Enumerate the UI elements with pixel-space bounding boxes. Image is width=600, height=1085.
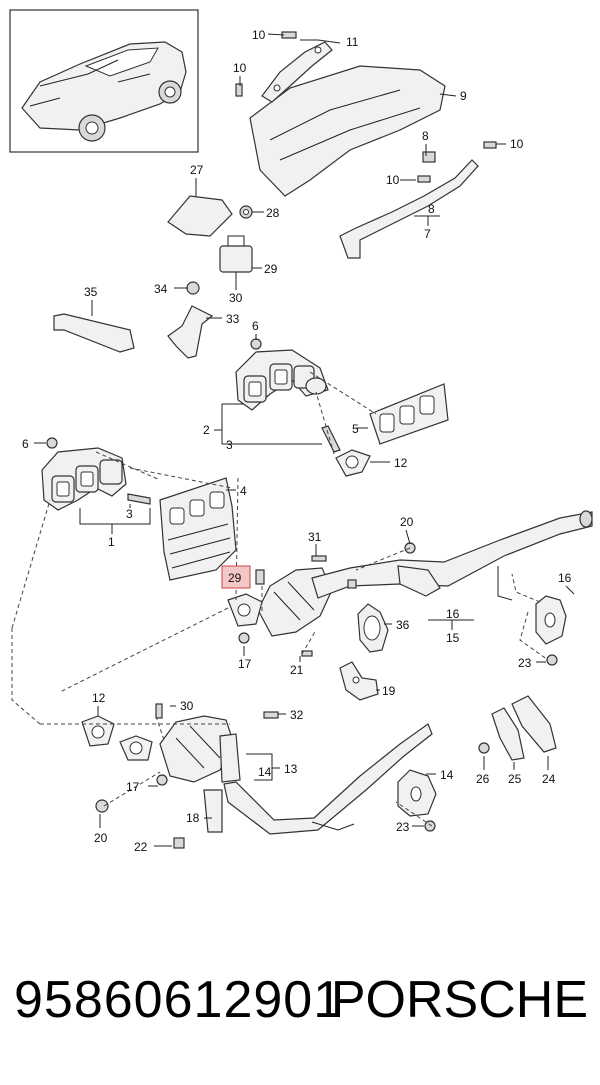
callout-labels: 10 11 10 9 8 10 10 8 7 27 28 29 30 35 34… (22, 28, 572, 854)
callout-27: 27 (190, 163, 204, 177)
callout-7: 7 (424, 227, 431, 241)
callout-15: 15 (446, 631, 460, 645)
callout-3: 3 (126, 507, 133, 521)
callout-13: 13 (284, 762, 298, 776)
callout-18: 18 (186, 811, 200, 825)
callout-20: 20 (400, 515, 414, 529)
callout-19: 19 (382, 684, 396, 698)
callout-33: 33 (226, 312, 240, 326)
callout-10: 10 (233, 61, 247, 75)
sealant-tube (53, 313, 135, 353)
callout-10: 10 (252, 28, 266, 42)
callout-22: 22 (134, 840, 148, 854)
bracket-19 (339, 661, 379, 701)
gasket-12-upper (335, 449, 371, 477)
exhaust-manifold-lower (41, 437, 151, 511)
callout-6: 6 (22, 437, 29, 451)
leader-lines (34, 33, 575, 847)
callout-16: 16 (446, 607, 460, 621)
callout-10: 10 (510, 137, 524, 151)
vehicle-thumbnail (9, 9, 199, 153)
gasket-5 (369, 383, 449, 445)
callout-10: 10 (386, 173, 400, 187)
bracket-33 (167, 281, 214, 359)
callout-32: 32 (290, 708, 304, 722)
callout-36: 36 (396, 618, 410, 632)
hangers-24-25-26 (478, 695, 557, 761)
clip-assembly (167, 195, 253, 273)
callout-29-highlight: 29 (228, 571, 242, 585)
callout-34: 34 (154, 282, 168, 296)
catalytic-converter-lower (156, 715, 241, 833)
callout-12: 12 (92, 691, 106, 705)
heat-shield (249, 65, 446, 197)
callout-11: 11 (346, 35, 359, 49)
callout-16: 16 (558, 571, 572, 585)
bracket-11 (261, 41, 333, 103)
callout-35: 35 (84, 285, 98, 299)
mount-14 (397, 769, 437, 832)
callout-14: 14 (258, 765, 272, 779)
exhaust-manifold-upper (235, 338, 341, 453)
callout-28: 28 (266, 206, 280, 220)
highlight-box (221, 565, 251, 589)
exhaust-pipe-lower (223, 723, 433, 835)
callout-17: 17 (238, 657, 252, 671)
callout-31: 31 (308, 530, 322, 544)
callout-2: 2 (203, 423, 210, 437)
callout-17: 17 (126, 780, 140, 794)
callout-25: 25 (508, 772, 522, 786)
exhaust-pipe-upper (311, 510, 593, 601)
callout-5: 5 (352, 422, 359, 436)
callout-8: 8 (422, 129, 429, 143)
callout-14: 14 (440, 768, 454, 782)
callout-9: 9 (460, 89, 467, 103)
bracket-7 (339, 151, 479, 259)
callout-30: 30 (180, 699, 194, 713)
callout-20: 20 (94, 831, 108, 845)
callout-23: 23 (396, 820, 410, 834)
gasket-4 (159, 477, 237, 581)
callout-23: 23 (518, 656, 532, 670)
callout-24: 24 (542, 772, 556, 786)
callout-30: 30 (229, 291, 243, 305)
callout-6: 6 (252, 319, 259, 333)
callout-21: 21 (290, 663, 304, 677)
clamp-36 (357, 603, 389, 653)
brand-name: PORSCHE (330, 971, 588, 1029)
callout-12: 12 (394, 456, 408, 470)
bolts-20-22-lower (95, 799, 185, 849)
callout-3: 3 (226, 438, 233, 452)
callout-8: 8 (428, 202, 435, 216)
mount-16 (301, 595, 567, 666)
callout-29: 29 (264, 262, 278, 276)
part-number: 95860612901 (14, 971, 344, 1029)
callout-4: 4 (240, 484, 247, 498)
footer: 95860612901 PORSCHE (0, 970, 600, 1050)
callout-26: 26 (476, 772, 490, 786)
callout-1: 1 (108, 535, 115, 549)
